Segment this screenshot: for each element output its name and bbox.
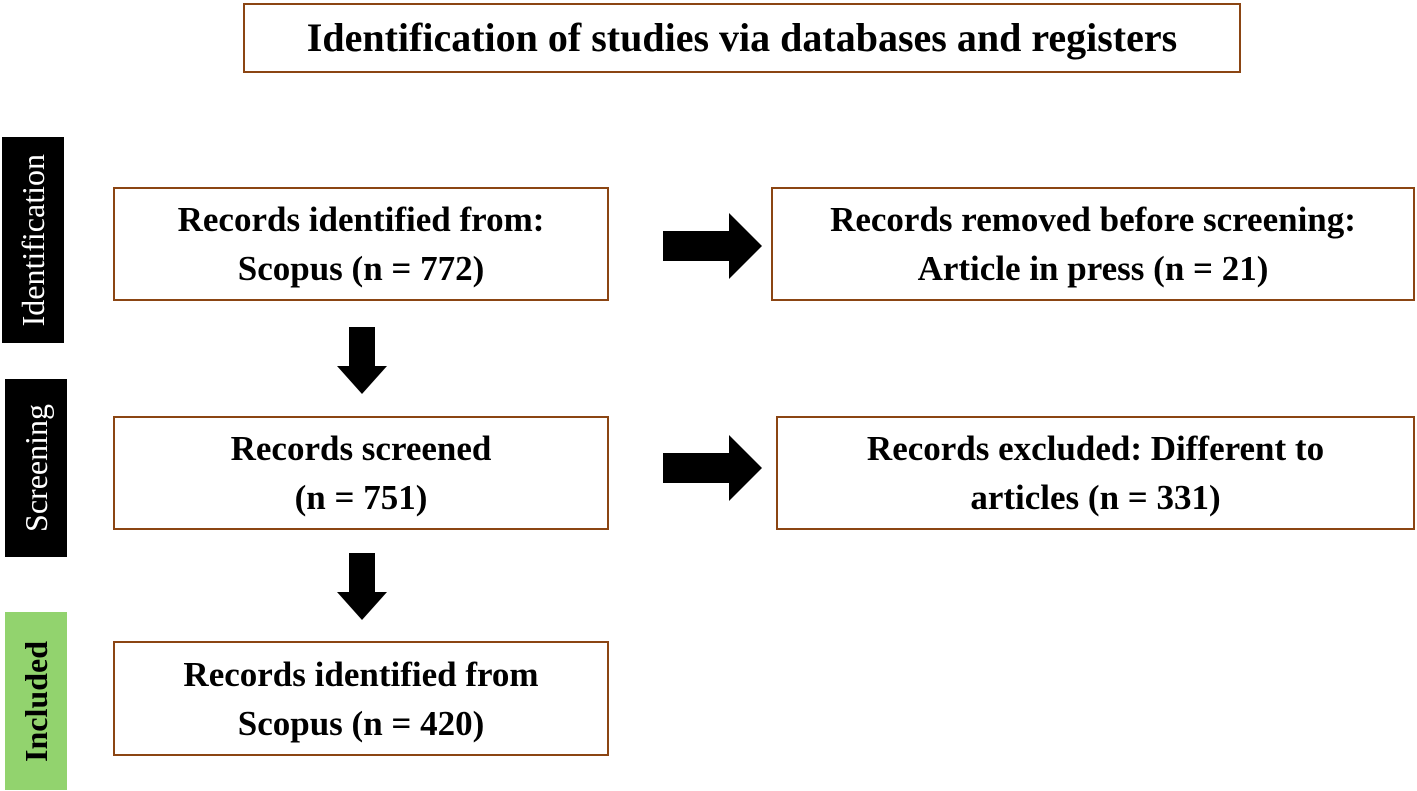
records-screened-line2: (n = 751) [294, 478, 428, 517]
records-identified-box: Records identified from: Scopus (n = 772… [113, 187, 609, 301]
records-removed-box: Records removed before screening: Articl… [771, 187, 1415, 301]
records-removed-line1: Records removed before screening: [830, 200, 1356, 239]
stage-label-screening-text: Screening [18, 404, 54, 532]
stage-label-identification: Identification [2, 137, 64, 343]
records-excluded-line1: Records excluded: Different to [866, 429, 1325, 468]
stage-label-included-text: Included [18, 640, 54, 762]
arrow-right-to-excluded [663, 435, 762, 501]
records-included-line2: Scopus (n = 420) [237, 703, 485, 743]
records-identified-line2: Scopus (n = 772) [237, 249, 485, 288]
records-excluded-line2: articles (n = 331) [970, 478, 1221, 517]
diagram-title-box: Identification of studies via databases … [243, 3, 1241, 73]
diagram-title: Identification of studies via databases … [306, 15, 1178, 60]
stage-label-included: Included [5, 612, 67, 790]
records-screened-line1: Records screened [230, 429, 492, 468]
arrow-down-to-included [337, 553, 387, 620]
records-removed-line2: Article in press (n = 21) [917, 249, 1269, 288]
records-included-box: Records identified from Scopus (n = 420) [113, 641, 609, 756]
arrow-right-to-removed [663, 213, 762, 279]
stage-label-identification-text: Identification [15, 153, 51, 327]
records-identified-line1: Records identified from: [177, 200, 545, 239]
records-screened-box: Records screened (n = 751) [113, 416, 609, 530]
stage-label-screening: Screening [5, 379, 67, 557]
records-included-line1: Records identified from [183, 654, 539, 694]
arrow-down-to-screened [337, 327, 387, 394]
records-excluded-box: Records excluded: Different to articles … [776, 416, 1415, 530]
